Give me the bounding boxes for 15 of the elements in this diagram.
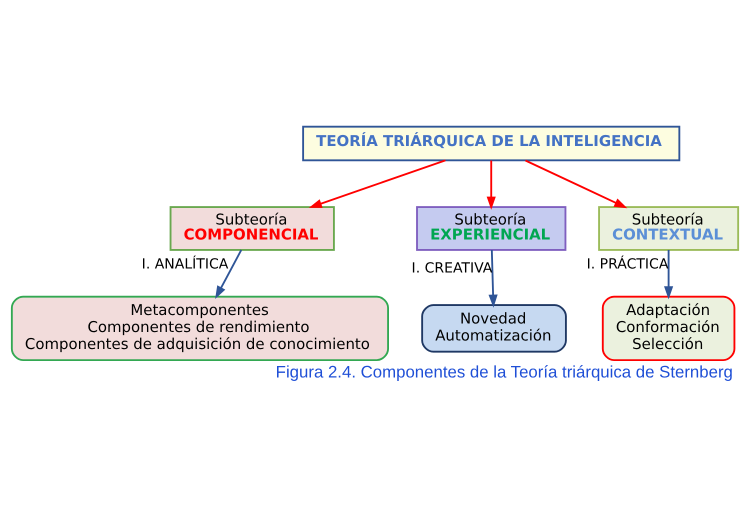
node-box: Metacomponentes Componentes de rendimiento Componentes de adquisición de conocimiento [10, 296, 389, 362]
arrow [486, 160, 496, 210]
arrow [215, 250, 242, 299]
arrow [525, 160, 628, 208]
arrow [308, 160, 446, 208]
caption: Figura 2.4. Componentes de la Teoría triárquica de Sternberg [276, 362, 733, 382]
node-box: Novedad Automatización [421, 304, 567, 353]
node-box: Subteoría COMPONENCIAL [170, 206, 335, 251]
node-box: Subteoría CONTEXTUAL [598, 206, 740, 251]
node-box: Subteoría EXPERIENCIAL [416, 206, 566, 251]
arrow [664, 250, 674, 300]
arrow [488, 250, 498, 308]
node-box: TEORÍA TRIÁRQUICA DE LA INTELIGENCIA [302, 126, 680, 162]
edge-label: I. ANALÍTICA [142, 256, 228, 273]
node-box: Adaptación Conformación Selección [602, 296, 736, 362]
